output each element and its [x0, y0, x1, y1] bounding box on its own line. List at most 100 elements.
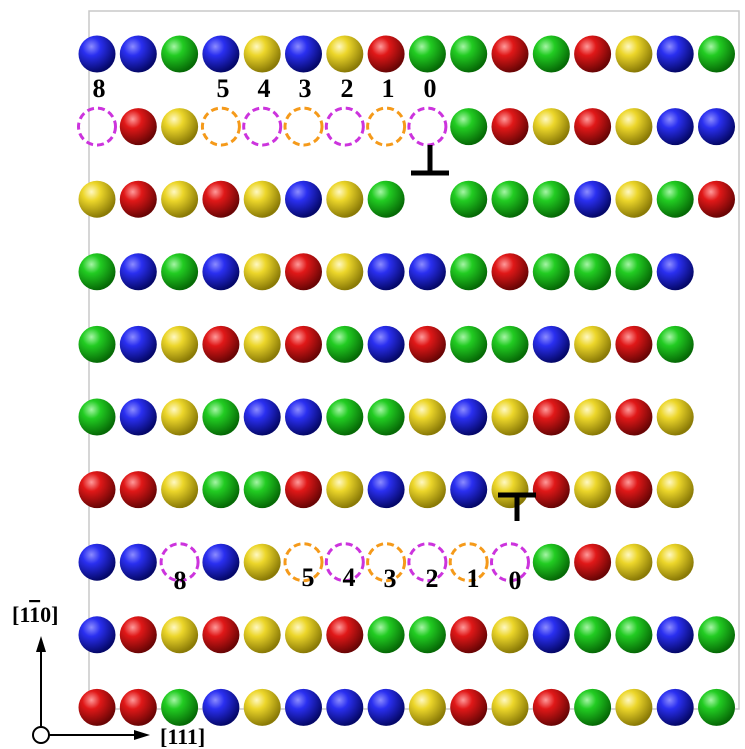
atom-red [450, 689, 487, 726]
vacancy-site-orange [285, 108, 322, 145]
atom-yellow [492, 616, 529, 653]
atom-yellow [244, 616, 281, 653]
atom-blue [657, 689, 694, 726]
vacancy-site-magenta [79, 108, 116, 145]
atom-blue [120, 544, 157, 581]
atom-blue [285, 181, 322, 218]
atom-red [285, 326, 322, 363]
atom-yellow [615, 689, 652, 726]
atom-red [574, 108, 611, 145]
atom-red [574, 544, 611, 581]
atom-blue [368, 326, 405, 363]
atom-blue [368, 471, 405, 508]
atom-yellow [326, 253, 363, 290]
atom-blue [409, 253, 446, 290]
atom-blue [202, 544, 239, 581]
atom-yellow [161, 471, 198, 508]
atom-blue [285, 399, 322, 436]
atom-yellow [326, 181, 363, 218]
atom-yellow [161, 181, 198, 218]
bottom-label-8: 8 [174, 566, 187, 595]
atom-yellow [161, 326, 198, 363]
atom-red [574, 36, 611, 73]
atom-green [574, 616, 611, 653]
atom-blue [285, 36, 322, 73]
atom-yellow [574, 326, 611, 363]
atom-yellow [409, 471, 446, 508]
atom-blue [285, 689, 322, 726]
atom-red [120, 108, 157, 145]
top-label-3: 3 [299, 74, 312, 103]
atom-blue [450, 471, 487, 508]
atom-green [409, 616, 446, 653]
atom-green [450, 36, 487, 73]
atom-blue [202, 36, 239, 73]
atom-red [202, 181, 239, 218]
atom-blue [120, 253, 157, 290]
atom-yellow [533, 108, 570, 145]
atom-red [202, 616, 239, 653]
bottom-label-3: 3 [384, 564, 397, 593]
atom-yellow [409, 689, 446, 726]
vacancy-site-magenta [244, 108, 281, 145]
atom-green [615, 253, 652, 290]
atom-green [492, 181, 529, 218]
atom-yellow [615, 181, 652, 218]
atom-yellow [657, 399, 694, 436]
atom-green [533, 253, 570, 290]
atom-yellow [161, 399, 198, 436]
atom-red [492, 36, 529, 73]
atom-blue [79, 616, 116, 653]
atom-yellow [161, 616, 198, 653]
dislocation-symbol-top [411, 145, 449, 173]
atom-red [285, 471, 322, 508]
atom-blue [120, 36, 157, 73]
atom-green [161, 253, 198, 290]
atom-red [409, 326, 446, 363]
atom-red [615, 399, 652, 436]
atom-green [657, 326, 694, 363]
atom-red [120, 181, 157, 218]
atom-green [533, 544, 570, 581]
atom-yellow [285, 616, 322, 653]
atom-yellow [657, 471, 694, 508]
atom-green [615, 616, 652, 653]
atom-blue [533, 616, 570, 653]
vertical-axis-label: [110] [12, 602, 58, 627]
atom-red [615, 326, 652, 363]
atom-blue [326, 689, 363, 726]
atom-red [533, 399, 570, 436]
vacancy-site-magenta [326, 108, 363, 145]
vacancy-site-magenta [409, 108, 446, 145]
atom-blue [120, 326, 157, 363]
atom-green [161, 689, 198, 726]
atom-red [326, 616, 363, 653]
atom-green [574, 253, 611, 290]
atom-green [698, 616, 735, 653]
atom-red [79, 471, 116, 508]
atom-red [285, 253, 322, 290]
atom-green [368, 181, 405, 218]
atom-green [450, 181, 487, 218]
atom-yellow [492, 399, 529, 436]
top-label-2: 2 [341, 74, 354, 103]
atom-blue [368, 253, 405, 290]
atom-blue [450, 399, 487, 436]
top-label-5: 5 [217, 74, 230, 103]
atom-yellow [244, 326, 281, 363]
atom-yellow [409, 399, 446, 436]
atom-red [202, 326, 239, 363]
atom-green [698, 36, 735, 73]
atom-blue [698, 108, 735, 145]
atom-red [120, 616, 157, 653]
atom-green [533, 181, 570, 218]
atom-yellow [244, 181, 281, 218]
atom-red [533, 471, 570, 508]
atom-yellow [615, 36, 652, 73]
atom-red [120, 689, 157, 726]
atom-yellow [492, 471, 529, 508]
atom-green [244, 471, 281, 508]
atom-blue [657, 108, 694, 145]
vertical-arrowhead [36, 636, 46, 652]
